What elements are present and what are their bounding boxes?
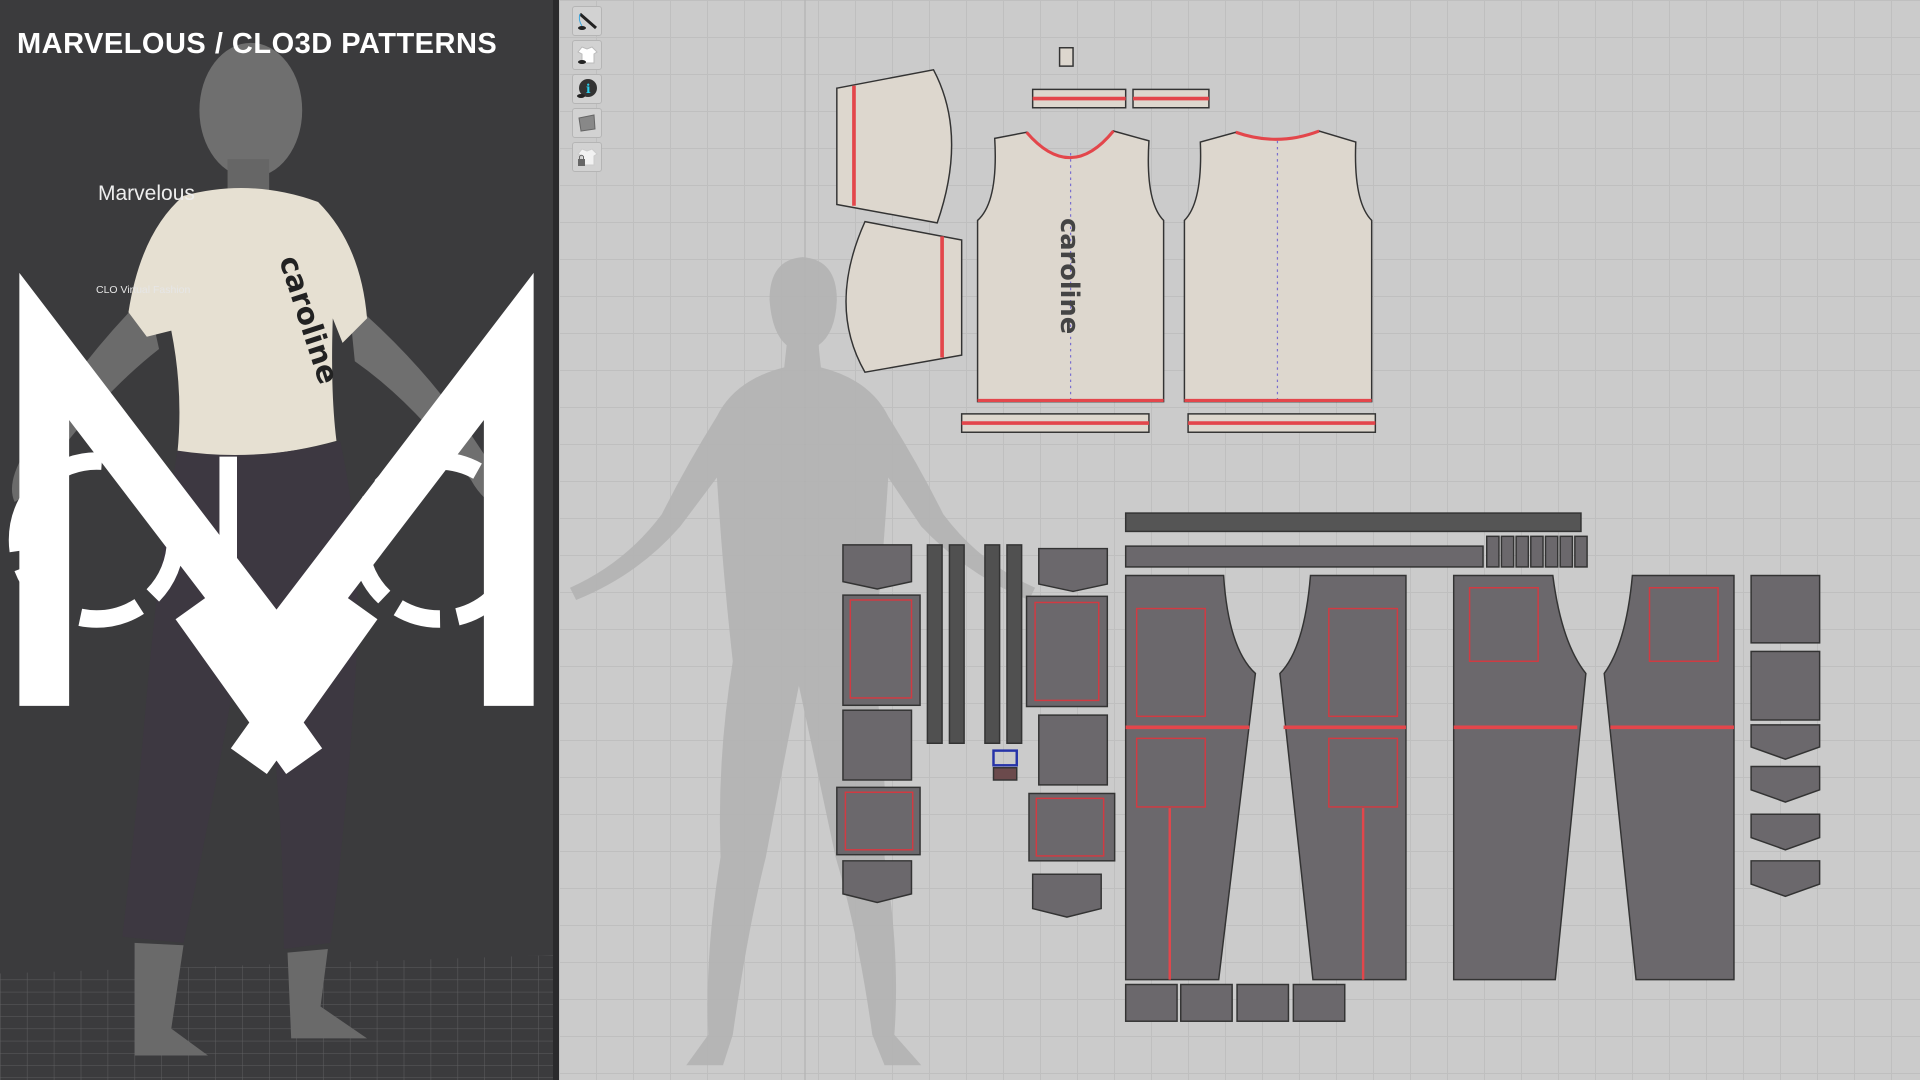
show-texture-button[interactable] [572, 108, 602, 138]
care-label-pattern[interactable] [1058, 47, 1074, 67]
sleeve-pattern-top[interactable] [836, 68, 953, 224]
shirt-patterns [836, 47, 1377, 433]
cargo-pocket-patterns[interactable] [836, 544, 1116, 918]
lock-garment-button[interactable] [572, 142, 602, 172]
waistband-facing-pattern[interactable] [1124, 545, 1484, 568]
show-garment-button[interactable] [572, 40, 602, 70]
front-leg-pattern-left[interactable] [1124, 574, 1257, 981]
marvelous-logo [19, 272, 534, 775]
panel-divider[interactable] [553, 0, 559, 1080]
cuff-patterns[interactable] [1124, 983, 1346, 1022]
avatar-head [199, 42, 303, 178]
marvelous-logo-text: Marvelous [98, 182, 195, 205]
brand-patch-pattern[interactable] [992, 767, 1018, 781]
needle-eye-icon [578, 12, 597, 30]
info-eye-icon: i [577, 79, 597, 98]
selected-patch-pattern[interactable] [992, 749, 1018, 767]
overlay-title: MARVELOUS / CLO3D PATTERNS [17, 28, 498, 60]
avatar-pants [122, 440, 358, 949]
back-leg-pattern-right[interactable] [1603, 574, 1735, 981]
waistband-pattern[interactable] [1124, 512, 1582, 533]
pants-patterns [836, 512, 1821, 1022]
shirt-lock-icon [577, 148, 598, 166]
3d-viewport[interactable]: caroline MARVELOUS / CLO3D PATTERNS Marv… [0, 0, 553, 1080]
avatar-tshirt [128, 188, 368, 457]
clo-logo [8, 452, 527, 633]
show-info-button[interactable]: i [572, 74, 602, 104]
clo-tagline: CLO Virtual Fashion [96, 284, 191, 296]
strap-patterns[interactable] [926, 544, 1023, 744]
front-leg-pattern-right[interactable] [1279, 574, 1407, 981]
pattern-canvas[interactable]: caroline [559, 0, 1920, 1080]
3d-avatar-render: caroline [0, 42, 553, 1080]
avatar-legs [134, 942, 368, 1056]
show-seam-line-button[interactable] [572, 6, 602, 36]
svg-text:i: i [586, 82, 591, 96]
front-bodice-print: caroline [1054, 218, 1084, 334]
sleeve-pattern-bottom[interactable] [845, 220, 963, 374]
fabric-icon [578, 114, 596, 132]
back-leg-pattern-left[interactable] [1452, 574, 1587, 981]
side-pocket-patterns[interactable] [1750, 574, 1821, 898]
belt-loop-patterns[interactable] [1485, 535, 1588, 568]
avatar-silhouette [570, 257, 1036, 1066]
shirt-eye-icon [577, 46, 598, 64]
